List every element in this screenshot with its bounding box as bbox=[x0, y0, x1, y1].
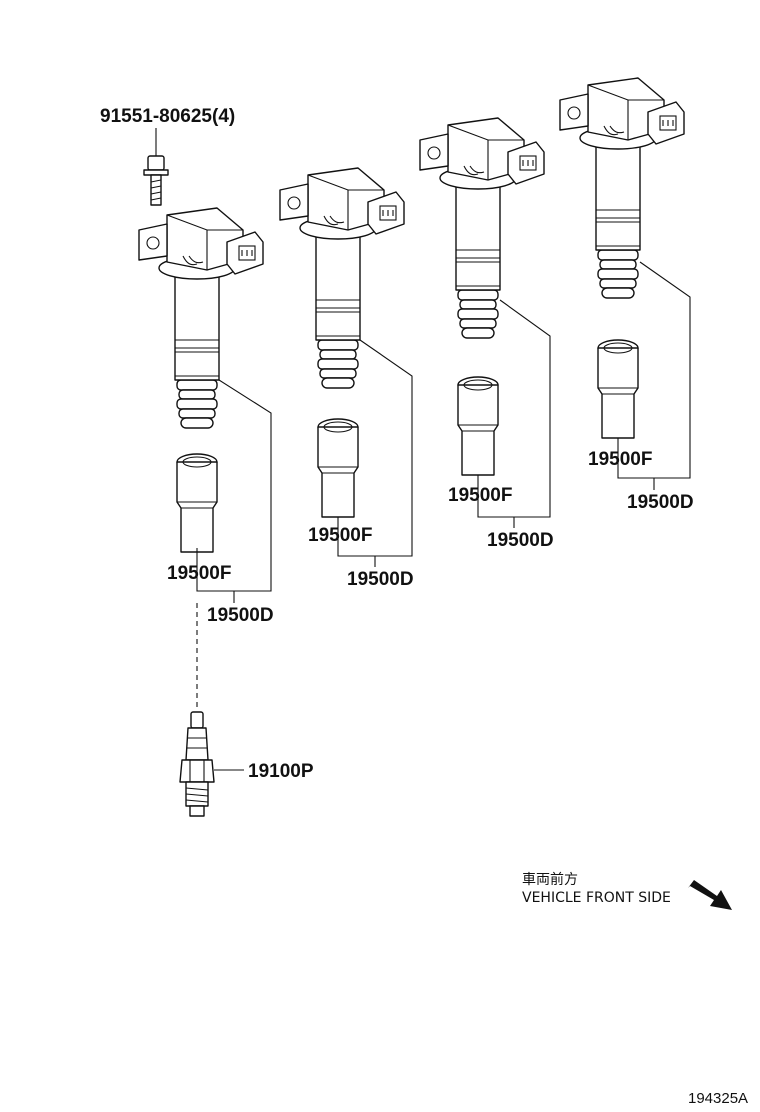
bolt-part-number: 91551-80625(4) bbox=[100, 106, 235, 127]
spark-plug bbox=[179, 711, 215, 817]
vehicle-front-arrow-icon bbox=[688, 880, 732, 910]
plug-boot-4 bbox=[597, 339, 639, 439]
diagram-reference-code: 194325A bbox=[688, 1090, 748, 1107]
bolt bbox=[143, 155, 169, 206]
boot-4-part-number: 19500F bbox=[588, 449, 652, 470]
plug-boot-1 bbox=[176, 453, 218, 553]
boot-3-part-number: 19500F bbox=[448, 485, 512, 506]
ignition-coil-4 bbox=[559, 77, 685, 299]
vehicle-front-japanese-label: 車両前方 bbox=[522, 871, 578, 888]
spark-plug-part-number: 19100P bbox=[248, 761, 314, 782]
ignition-coil-2 bbox=[279, 167, 405, 389]
boot-1-part-number: 19500F bbox=[167, 563, 231, 584]
assembly-4-part-number: 19500D bbox=[627, 492, 694, 513]
assembly-1-bracket bbox=[196, 379, 272, 603]
ignition-coil-3 bbox=[419, 117, 545, 339]
assembly-3-part-number: 19500D bbox=[487, 530, 554, 551]
assembly-1-part-number: 19500D bbox=[207, 605, 274, 626]
assembly-2-bracket bbox=[337, 339, 413, 567]
boot-2-part-number: 19500F bbox=[308, 525, 372, 546]
assembly-2-part-number: 19500D bbox=[347, 569, 414, 590]
plug-boot-3 bbox=[457, 376, 499, 476]
plug-boot-2 bbox=[317, 418, 359, 518]
ignition-coil-1 bbox=[138, 207, 264, 429]
assembly-3-bracket bbox=[477, 299, 551, 528]
vehicle-front-label: VEHICLE FRONT SIDE bbox=[522, 890, 671, 906]
assembly-4-bracket bbox=[617, 261, 691, 490]
